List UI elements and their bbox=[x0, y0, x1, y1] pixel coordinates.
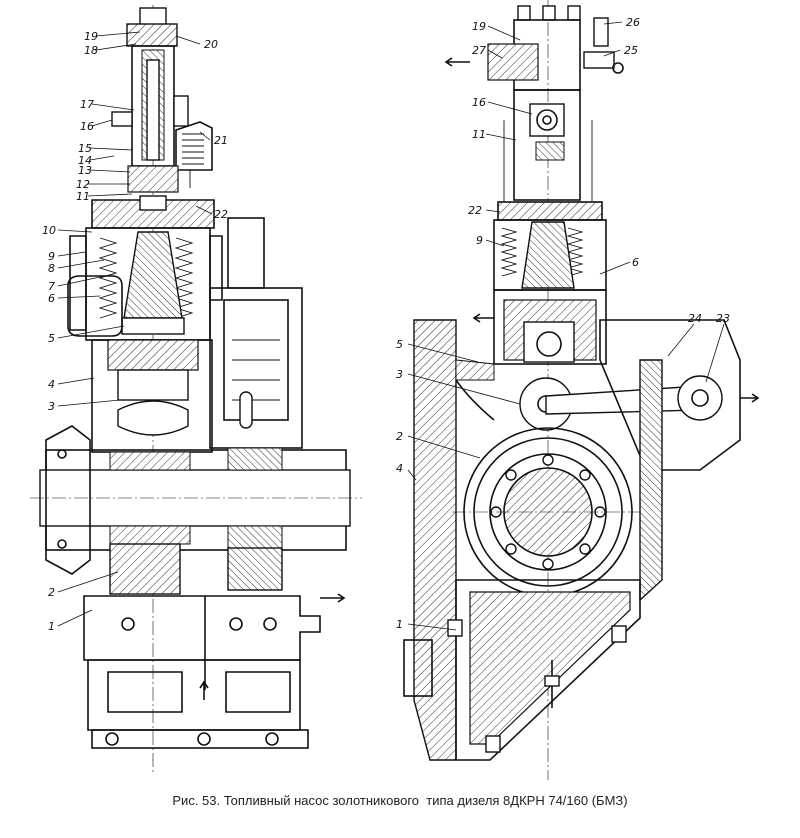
left-leader-lines bbox=[57, 31, 213, 627]
left-label-3: 3 bbox=[48, 400, 55, 413]
left-section-view bbox=[30, 5, 362, 775]
left-label-9: 9 bbox=[48, 250, 55, 263]
right-label-2: 2 bbox=[396, 430, 403, 443]
left-label-6: 6 bbox=[48, 292, 55, 305]
right-label-1: 1 bbox=[396, 618, 403, 631]
left-label-22: 22 bbox=[214, 208, 228, 221]
left-label-16: 16 bbox=[80, 120, 94, 133]
right-section-view bbox=[403, 0, 760, 780]
left-label-12: 12 bbox=[76, 178, 90, 191]
right-label-3: 3 bbox=[396, 368, 403, 381]
left-label-20: 20 bbox=[204, 38, 218, 51]
left-label-5: 5 bbox=[48, 332, 55, 345]
left-callout-labels: 19 18 20 17 16 21 15 14 13 12 11 22 10 9… bbox=[42, 30, 228, 633]
right-label-24: 24 bbox=[688, 312, 702, 325]
left-label-10: 10 bbox=[42, 224, 56, 237]
right-label-26: 26 bbox=[626, 16, 640, 29]
left-label-14: 14 bbox=[78, 154, 92, 167]
right-label-22: 22 bbox=[468, 204, 482, 217]
left-label-18: 18 bbox=[84, 44, 98, 57]
left-label-8: 8 bbox=[48, 262, 55, 275]
right-label-11: 11 bbox=[472, 128, 486, 141]
left-label-4: 4 bbox=[48, 378, 55, 391]
left-label-1: 1 bbox=[48, 620, 55, 633]
right-label-4: 4 bbox=[396, 462, 403, 475]
right-callout-labels: 19 26 27 25 16 11 22 9 6 5 24 23 3 2 4 1 bbox=[396, 16, 730, 631]
left-label-13: 13 bbox=[78, 164, 92, 177]
left-label-17: 17 bbox=[80, 98, 94, 111]
right-label-19: 19 bbox=[472, 20, 486, 33]
left-label-21: 21 bbox=[214, 134, 228, 147]
left-label-2: 2 bbox=[48, 586, 55, 599]
right-label-9: 9 bbox=[476, 234, 483, 247]
left-label-19: 19 bbox=[84, 30, 98, 43]
right-label-5: 5 bbox=[396, 338, 403, 351]
right-label-23: 23 bbox=[716, 312, 730, 325]
right-label-16: 16 bbox=[472, 96, 486, 109]
left-label-7: 7 bbox=[48, 280, 55, 293]
figure-caption: Рис. 53. Топливный насос золотникового т… bbox=[172, 793, 628, 808]
right-label-25: 25 bbox=[624, 44, 638, 57]
right-leader-lines bbox=[407, 21, 725, 631]
left-label-15: 15 bbox=[78, 142, 92, 155]
left-label-11: 11 bbox=[76, 190, 90, 203]
right-label-27: 27 bbox=[472, 44, 486, 57]
right-label-6: 6 bbox=[632, 256, 639, 269]
